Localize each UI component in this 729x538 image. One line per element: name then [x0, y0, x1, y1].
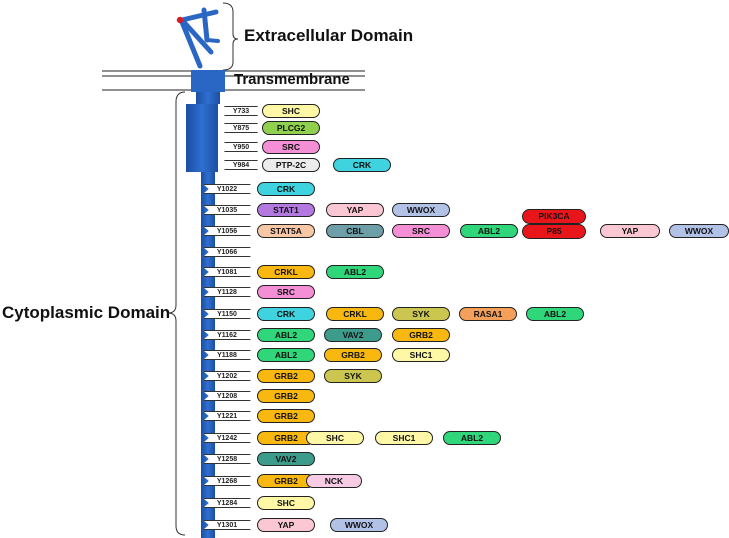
site-tag-y1208: Y1208 — [203, 391, 251, 401]
partner-ptp-2c-y984: PTP-2C — [262, 158, 320, 172]
partner-wwox-y1056: WWOX — [669, 224, 729, 238]
kinase-block — [186, 104, 218, 172]
juxtamembrane-segment — [196, 92, 220, 104]
partner-stat1-y1035: STAT1 — [257, 203, 315, 217]
partner-src-y1056: SRC — [392, 224, 450, 238]
partner-shc1-y1188: SHC1 — [392, 348, 450, 362]
partner-p85-y1056: P85 — [522, 224, 586, 239]
transmembrane-label: Transmembrane — [234, 71, 350, 88]
partner-shc-y1284: SHC — [257, 496, 315, 510]
partner-shc-y1242: SHC — [306, 431, 364, 445]
partner-vav2-y1162: VAV2 — [324, 328, 382, 342]
partner-yap-y1056: YAP — [600, 224, 660, 238]
partner-shc1-y1242: SHC1 — [375, 431, 433, 445]
site-tag-y1056: Y1056 — [203, 226, 251, 236]
site-tag-y1221: Y1221 — [203, 411, 251, 421]
site-tag-y1081: Y1081 — [203, 267, 251, 277]
partner-src-y1128: SRC — [257, 285, 315, 299]
site-tag-y984: Y984 — [224, 160, 258, 170]
site-tag-y1035: Y1035 — [203, 205, 251, 215]
site-tag-y1284: Y1284 — [203, 498, 251, 508]
site-tag-y1268: Y1268 — [203, 476, 251, 486]
partner-abl2-y1081: ABL2 — [326, 265, 384, 279]
partner-abl2-y1188: ABL2 — [257, 348, 315, 362]
site-tag-y1301: Y1301 — [203, 520, 251, 530]
site-tag-y1162: Y1162 — [203, 330, 251, 340]
extracellular-domain-label: Extracellular Domain — [244, 26, 414, 45]
transmembrane-segment — [191, 70, 225, 92]
site-tag-y1128: Y1128 — [203, 287, 251, 297]
partner-abl2-y1056: ABL2 — [460, 224, 518, 238]
partner-plcg2-y875: PLCG2 — [262, 121, 320, 135]
partner-grb2-y1208: GRB2 — [257, 389, 315, 403]
site-tag-y1258: Y1258 — [203, 454, 251, 464]
partner-abl2-y1242: ABL2 — [443, 431, 501, 445]
partner-crk-y1150: CRK — [257, 307, 315, 321]
partner-crkl-y1150: CRKL — [326, 307, 384, 321]
site-tag-y1066: Y1066 — [203, 247, 251, 257]
partner-grb2-y1202: GRB2 — [257, 369, 315, 383]
partner-crk-y1022: CRK — [257, 182, 315, 196]
partner-grb2-y1221: GRB2 — [257, 409, 315, 423]
site-tag-y1242: Y1242 — [203, 433, 251, 443]
partner-grb2-y1188: GRB2 — [324, 348, 382, 362]
partner-grb2-y1242: GRB2 — [257, 431, 315, 445]
partner-syk-y1202: SYK — [324, 369, 382, 383]
partner-grb2-y1162: GRB2 — [392, 328, 450, 342]
partner-abl2-y1162: ABL2 — [257, 328, 315, 342]
intracellular-tail — [201, 172, 215, 538]
partner-nck-y1268: NCK — [306, 474, 362, 488]
partner-vav2-y1258: VAV2 — [257, 452, 315, 466]
site-tag-y875: Y875 — [224, 123, 258, 133]
partner-rasa1-y1150: RASA1 — [459, 307, 517, 321]
partner-wwox-y1035: WWOX — [392, 203, 450, 217]
site-tag-y1202: Y1202 — [203, 371, 251, 381]
partner-stat5a-y1056: STAT5A — [257, 224, 315, 238]
cytoplasmic-domain-label: Cytoplasmic Domain — [2, 303, 171, 322]
site-tag-y950: Y950 — [224, 142, 258, 152]
partner-yap-y1035: YAP — [326, 203, 384, 217]
partner-yap-y1301: YAP — [257, 518, 315, 532]
partner-pik3ca-y1056: PIK3CA — [522, 209, 586, 224]
partner-src-y950: SRC — [262, 140, 320, 154]
partner-shc-y733: SHC — [262, 104, 320, 118]
extracellular-domain-shape — [176, 7, 220, 69]
partner-crkl-y1081: CRKL — [257, 265, 315, 279]
partner-crk-y984: CRK — [333, 158, 391, 172]
ligand-dot — [176, 16, 184, 24]
partner-grb2-y1268: GRB2 — [257, 474, 315, 488]
site-tag-y733: Y733 — [224, 106, 258, 116]
partner-wwox-y1301: WWOX — [330, 518, 388, 532]
site-tag-y1150: Y1150 — [203, 309, 251, 319]
cytoplasmic-bracket — [167, 91, 186, 536]
site-tag-y1022: Y1022 — [203, 184, 251, 194]
extracellular-bracket — [222, 2, 239, 71]
site-tag-y1188: Y1188 — [203, 350, 251, 360]
partner-syk-y1150: SYK — [392, 307, 450, 321]
partner-abl2-y1150: ABL2 — [526, 307, 584, 321]
partner-cbl-y1056: CBL — [326, 224, 384, 238]
